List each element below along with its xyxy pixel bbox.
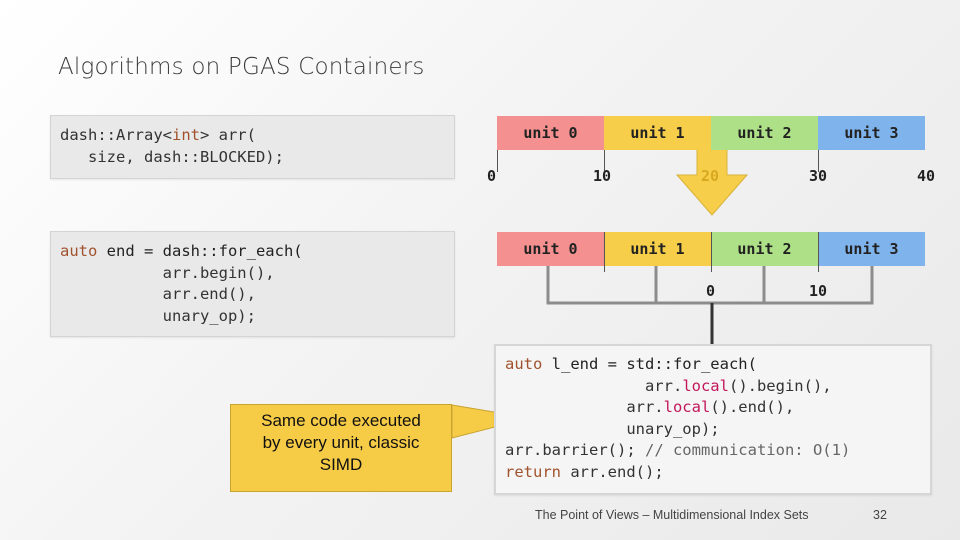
global-unit-1: unit 1: [604, 116, 711, 150]
unit-divider: [818, 232, 819, 272]
array-declaration-code: dash::Array<int> arr( size, dash::BLOCKE…: [60, 125, 284, 168]
unit-label: unit 3: [844, 240, 899, 258]
for-each-call-code: auto end = dash::for_each( arr.begin(), …: [60, 241, 303, 327]
global-unit-3: unit 3: [818, 116, 925, 150]
local-unit-3: unit 3: [818, 232, 925, 266]
global-unit-2: unit 2: [711, 116, 818, 150]
unit-divider: [818, 150, 819, 172]
footer-text: The Point of Views – Multidimensional In…: [535, 508, 809, 522]
code-keyword: auto: [505, 355, 543, 373]
unit-label: unit 2: [737, 124, 792, 142]
unit-label: unit 0: [523, 240, 578, 258]
local-unit-1: unit 1: [604, 232, 711, 266]
global-unit-0: unit 0: [497, 116, 604, 150]
local-tick-10: 10: [809, 282, 828, 300]
callout-pointer: [451, 404, 531, 439]
page-number: 32: [873, 508, 887, 522]
code-keyword: auto: [60, 242, 98, 260]
code-text: ().end(),: [710, 398, 795, 416]
code-text: unary_op);: [505, 419, 720, 438]
unit-label: unit 1: [630, 240, 685, 258]
code-text: size, dash::BLOCKED);: [60, 147, 284, 166]
local-tick-0: 0: [706, 282, 716, 300]
global-tick-40: 40: [917, 167, 936, 185]
simd-callout: Same code executed by every unit, classi…: [230, 404, 452, 492]
code-keyword: int: [171, 126, 200, 144]
code-text: unary_op);: [60, 306, 256, 325]
global-tick-0: 0: [487, 167, 497, 185]
unit-label: unit 0: [523, 124, 578, 142]
callout-line: Same code executed: [261, 411, 421, 430]
code-text: l_end = std::for_each(: [542, 355, 757, 373]
code-text: arr.barrier();: [505, 441, 645, 459]
code-text: ().begin(),: [728, 376, 832, 395]
code-highlight: local: [682, 376, 729, 395]
local-unit-2: unit 2: [711, 232, 818, 266]
global-tick-20: 20: [701, 167, 720, 185]
code-keyword: return: [505, 462, 561, 481]
code-text: arr.: [505, 398, 664, 416]
unit-divider: [604, 232, 605, 272]
code-text: arr.end();: [561, 462, 664, 481]
callout-line: by every unit, classic: [262, 433, 420, 452]
slide-title: Algorithms on PGAS Containers: [58, 54, 425, 80]
unit-label: unit 3: [844, 124, 899, 142]
bracket-lines: [546, 265, 874, 305]
code-text: dash::Array<: [60, 126, 172, 144]
local-algorithm-code: auto l_end = std::for_each( arr.local().…: [505, 354, 850, 483]
unit-label: unit 2: [737, 240, 792, 258]
unit-divider: [497, 150, 498, 172]
global-tick-10: 10: [593, 167, 612, 185]
for-each-call-box: [50, 231, 455, 337]
code-highlight: local: [663, 398, 711, 416]
unit-divider: [604, 150, 605, 172]
code-text: arr.end(),: [60, 285, 256, 303]
unit-label: unit 1: [630, 124, 685, 142]
code-comment: // communication: O(1): [644, 441, 851, 459]
global-tick-30: 30: [809, 167, 828, 185]
array-declaration-box: [50, 115, 455, 179]
code-text: end = dash::for_each(: [97, 242, 303, 260]
local-unit-0: unit 0: [497, 232, 604, 266]
code-text: arr.begin(),: [60, 263, 275, 282]
code-text: arr.: [505, 376, 683, 395]
unit-divider: [711, 232, 712, 272]
callout-line: SIMD: [319, 455, 363, 474]
code-text: > arr(: [199, 126, 256, 144]
local-algorithm-box: [494, 344, 932, 495]
